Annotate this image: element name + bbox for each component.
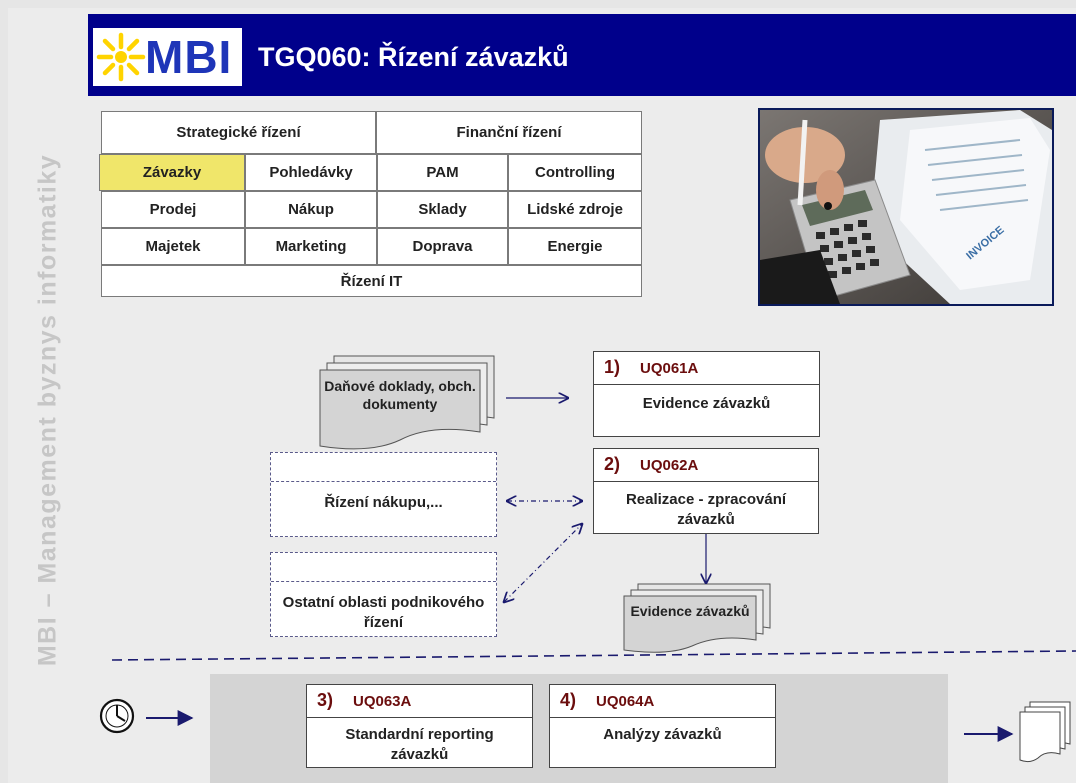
box3-code: UQ063A <box>353 693 412 710</box>
box2-text: Realizace - zpracování závazků <box>625 491 787 528</box>
page-title: TGQ060: Řízení závazků <box>258 42 569 72</box>
invoice-photo: INVOICE <box>758 108 1054 306</box>
other-areas-divider <box>271 581 496 582</box>
box4-code: UQ064A <box>596 693 655 710</box>
cell-lidske-zdroje: Lidské zdroje <box>508 191 642 228</box>
purchasing-box: Řízení nákupu,... <box>270 452 497 537</box>
box1-text: Evidence závazků <box>642 395 771 412</box>
box4-text: Analýzy závazků <box>603 726 722 743</box>
process-box-1: 1) UQ061A Evidence závazků <box>593 351 820 437</box>
cell-pohledavky: Pohledávky <box>245 154 377 191</box>
cell-majetek: Majetek <box>101 228 245 265</box>
cell-nakup: Nákup <box>245 191 377 228</box>
arrow-other-to-box2 <box>504 524 582 602</box>
document-stack-report-icon <box>1019 701 1071 763</box>
cell-doprava: Doprava <box>377 228 508 265</box>
box3-text: Standardní reporting závazků <box>345 726 494 763</box>
purchasing-text: Řízení nákupu,... <box>324 494 443 511</box>
mbi-logo: MBI <box>93 28 242 86</box>
cell-zavazky: Závazky <box>99 154 245 191</box>
purchasing-divider <box>271 481 496 482</box>
document-stack-output <box>623 583 771 653</box>
cell-prodej: Prodej <box>101 191 245 228</box>
box2-divider <box>594 481 818 482</box>
process-box-2: 2) UQ062A Realizace - zpracování závazků <box>593 448 819 534</box>
box1-number: 1) <box>604 357 621 377</box>
process-box-4: 4) UQ064A Analýzy závazků <box>549 684 776 768</box>
sidebar <box>8 8 88 783</box>
logo-text: MBI <box>145 31 233 83</box>
box1-divider <box>594 384 819 385</box>
cell-marketing: Marketing <box>245 228 377 265</box>
box3-number: 3) <box>317 690 334 710</box>
cell-financial: Finanční řízení <box>376 111 642 154</box>
divider-line <box>111 650 1076 661</box>
other-areas-box: Ostatní oblasti podnikového řízení <box>270 552 497 637</box>
sun-icon <box>96 32 146 82</box>
cell-controlling: Controlling <box>508 154 642 191</box>
box3-divider <box>307 717 532 718</box>
header-bar <box>88 14 1076 96</box>
docs-input-label: Daňové doklady, obch. dokumenty <box>324 378 476 412</box>
cell-rizeni-it: Řízení IT <box>101 265 642 297</box>
box2-number: 2) <box>604 454 621 474</box>
process-box-3: 3) UQ063A Standardní reporting závazků <box>306 684 533 768</box>
document-stack-input <box>319 355 495 450</box>
box4-divider <box>550 717 775 718</box>
docs-output-label: Evidence závazků <box>630 603 750 619</box>
cell-energie: Energie <box>508 228 642 265</box>
clock-icon <box>99 698 135 734</box>
box4-number: 4) <box>560 690 577 710</box>
box1-code: UQ061A <box>640 360 699 377</box>
cell-strategic: Strategické řízení <box>101 111 376 154</box>
cell-sklady: Sklady <box>377 191 508 228</box>
cell-pam: PAM <box>377 154 508 191</box>
box2-code: UQ062A <box>640 457 699 474</box>
other-areas-text: Ostatní oblasti podnikového řízení <box>282 594 485 631</box>
